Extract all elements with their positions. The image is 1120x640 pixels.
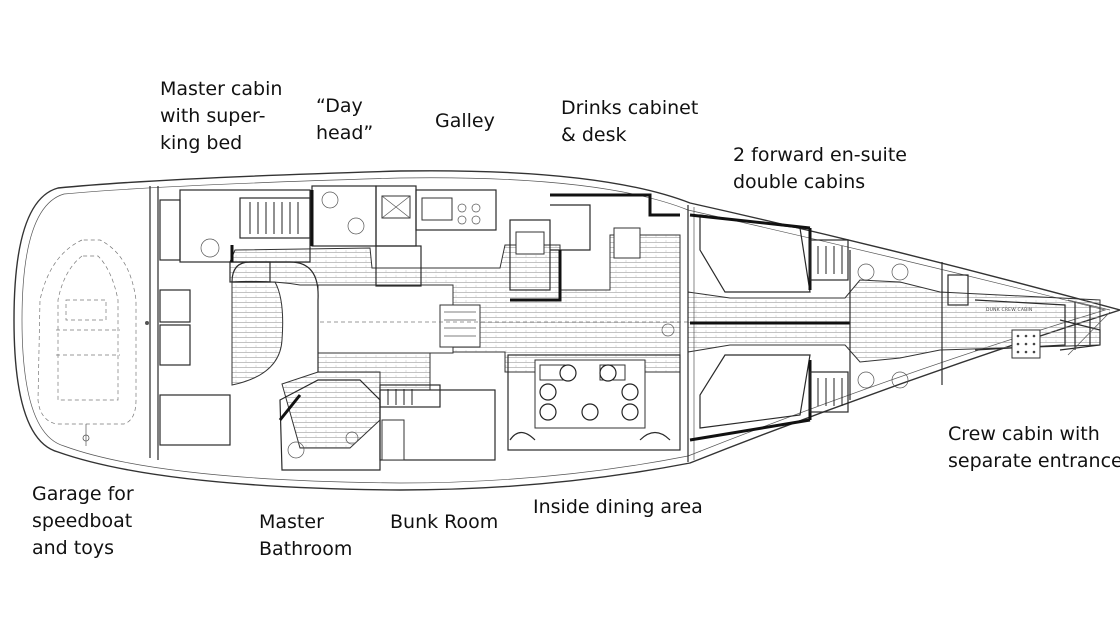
label-master-bathroom: Master Bathroom: [259, 511, 353, 560]
label-bunk-room: Bunk Room: [390, 511, 499, 533]
garage-locker-stbd: [159, 199, 181, 261]
forward-cabin-starboard: [689, 213, 909, 293]
label-crew-cabin: Crew cabin with separate entrance: [948, 423, 1120, 472]
drinks-cabinet-desk: [509, 193, 680, 302]
label-galley: Galley: [435, 110, 495, 132]
deck-floor-bathroom: [281, 371, 381, 449]
label-garage: Garage for speedboat and toys: [32, 483, 134, 559]
hull-outline: [13, 170, 1120, 491]
garage-locker-port: [159, 394, 231, 446]
master-bathroom: [278, 379, 381, 471]
label-drinks-cabinet: Drinks cabinet & desk: [561, 97, 699, 146]
crew-cabin: DUNK CREW CABIN: [941, 262, 1101, 385]
bow-inner-line: [1067, 299, 1111, 311]
plan-crew-cabin-label: DUNK CREW CABIN: [986, 307, 1033, 313]
deck-floor-aft: [231, 281, 284, 386]
bunk-room: [379, 384, 496, 461]
saloon-table-block: [317, 284, 454, 354]
speedboat-icon: [37, 239, 149, 446]
dining-area: [507, 323, 681, 451]
companion-steps: [439, 304, 481, 348]
label-forward-cabins: 2 forward en-suite double cabins: [733, 144, 907, 193]
master-cabin: [159, 189, 319, 372]
day-head: [310, 185, 377, 247]
forward-cabin-port: [689, 354, 909, 442]
label-master-cabin: Master cabin with super- king bed: [160, 78, 283, 154]
hull-inner-outline: [21, 177, 1107, 484]
label-dining-area: Inside dining area: [533, 496, 703, 518]
label-day-head: “Day head”: [316, 95, 374, 144]
galley: [375, 185, 497, 287]
